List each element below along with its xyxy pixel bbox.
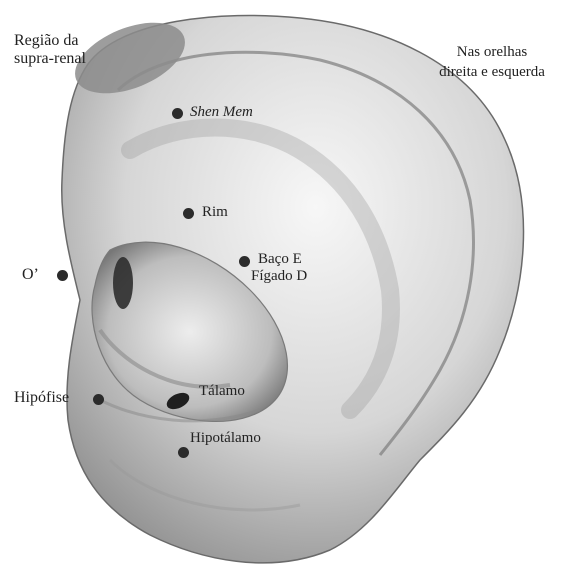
point-rim	[183, 208, 194, 219]
label-baco: Baço E Fígado D	[258, 251, 307, 286]
label-suprarrenal: Região da supra-renal	[14, 32, 86, 69]
label-baco-line2: Fígado D	[251, 268, 307, 285]
label-talamo: Tálamo	[199, 383, 245, 400]
label-suprarrenal-line2: supra-renal	[14, 50, 86, 68]
label-hipotalamo: Hipotálamo	[190, 430, 261, 447]
label-shen-mem: Shen Mem	[190, 104, 253, 121]
label-o-prime: O’	[22, 266, 39, 284]
label-suprarrenal-line1: Região da	[14, 32, 86, 50]
point-o-prime	[57, 270, 68, 281]
caption: Nas orelhas direita e esquerda	[413, 42, 571, 83]
point-shen-mem	[172, 108, 183, 119]
label-hipofise: Hipófise	[14, 389, 69, 407]
point-hipofise	[93, 394, 104, 405]
label-baco-line1: Baço E	[258, 251, 307, 268]
caption-line1: Nas orelhas	[413, 42, 571, 62]
point-hipotalamo	[178, 447, 189, 458]
label-rim: Rim	[202, 204, 228, 221]
point-baco	[239, 256, 250, 267]
caption-line2: direita e esquerda	[413, 62, 571, 82]
